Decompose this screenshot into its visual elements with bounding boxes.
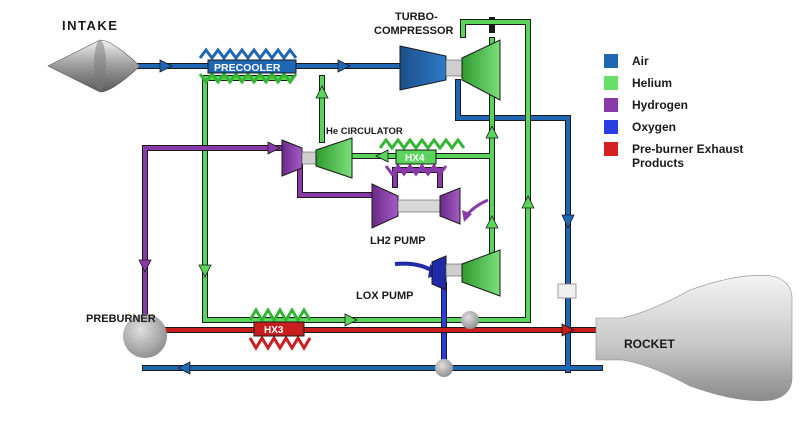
intake-cone	[47, 39, 141, 93]
legend-item: Hydrogen	[604, 98, 688, 112]
arrow-icon	[375, 149, 389, 163]
legend-label: Air	[632, 54, 649, 68]
legend-label: Oxygen	[632, 120, 676, 134]
junctions	[123, 283, 577, 377]
arrow-icon	[267, 141, 281, 155]
precooler-coil-green	[198, 71, 298, 85]
legend-swatch	[604, 142, 618, 156]
lh2-pump	[371, 183, 489, 229]
hx3-label: HX3	[264, 325, 284, 336]
labels: INTAKE TURBO- COMPRESSOR PRECOOLER He CI…	[62, 11, 675, 351]
arrow-icon	[521, 195, 535, 209]
hx4-heat-exchanger	[378, 137, 466, 177]
arrow-icon	[138, 259, 152, 273]
valve	[557, 283, 577, 299]
he-circulator-label: He CIRCULATOR	[326, 126, 403, 137]
turbo-compressor-label-line2: COMPRESSOR	[374, 25, 454, 37]
legend-swatch	[604, 54, 618, 68]
arrow-icon	[198, 264, 212, 278]
arrow-icon	[485, 125, 499, 139]
arrow-icon	[337, 59, 351, 73]
precooler-heat-exchanger	[198, 47, 298, 85]
arrow-icon	[462, 210, 472, 222]
hx4-label: HX4	[405, 153, 425, 164]
legend-label: Helium	[632, 76, 672, 90]
junction-node	[461, 311, 479, 329]
preburner-label: PREBURNER	[86, 313, 156, 325]
arrow-icon	[561, 323, 575, 337]
intake-label: INTAKE	[62, 18, 118, 33]
arrow-icon	[177, 361, 191, 375]
legend-swatch	[604, 98, 618, 112]
arrow-icon	[485, 215, 499, 229]
legend-item: Helium	[604, 76, 672, 90]
arrow-icon	[315, 85, 329, 99]
hx3-heat-exchanger	[248, 307, 312, 351]
legend-item: Oxygen	[604, 120, 676, 134]
legend-item: Air	[604, 54, 649, 68]
precooler-coil-blue	[198, 47, 298, 61]
rocket-nozzle	[595, 274, 793, 402]
legend-label: Products	[632, 156, 684, 170]
lox-pump	[394, 249, 501, 297]
arrow-icon	[159, 59, 173, 73]
lh2-pump-label: LH2 PUMP	[370, 235, 426, 247]
legend-swatch	[604, 120, 618, 134]
legend-label: Hydrogen	[632, 98, 688, 112]
turbo-compressor	[399, 39, 501, 101]
legend-swatch	[604, 76, 618, 90]
legend-label: Pre-burner Exhaust	[632, 142, 743, 156]
flow-arrows	[138, 59, 575, 375]
precooler-label: PRECOOLER	[214, 62, 281, 74]
turbo-compressor-label-line1: TURBO-	[395, 11, 438, 23]
rocket-label: ROCKET	[624, 337, 675, 351]
he-circulator	[281, 137, 353, 179]
lox-pump-label: LOX PUMP	[356, 290, 413, 302]
junction-node	[435, 359, 453, 377]
preburner	[123, 314, 167, 358]
arrow-icon	[561, 214, 575, 229]
arrow-icon	[344, 313, 358, 327]
